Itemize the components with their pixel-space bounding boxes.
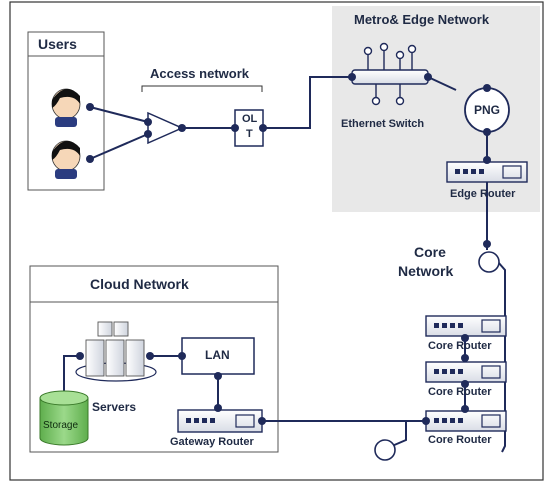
ethernet-switch-icon xyxy=(351,42,429,106)
core-router-label-3: Core Router xyxy=(428,434,492,446)
connection-dots xyxy=(76,73,491,425)
cloud-network-header xyxy=(29,265,279,303)
gateway-router-label: Gateway Router xyxy=(170,436,254,448)
ethernet-switch-label: Ethernet Switch xyxy=(341,118,425,130)
core-network-top-circle xyxy=(478,251,500,273)
users-title: Users xyxy=(38,36,77,52)
storage-cylinder-icon xyxy=(39,390,89,446)
core-router-icon-3 xyxy=(425,410,507,432)
access-network-label: Access network xyxy=(150,66,249,81)
metro-edge-network-title: Metro& Edge Network xyxy=(354,12,490,27)
olt-label-line2: T xyxy=(246,128,253,140)
gateway-router-icon xyxy=(177,409,263,433)
server-rack-icon xyxy=(75,321,157,382)
core-router-label-1: Core Router xyxy=(428,340,492,352)
olt-label-line1: OL xyxy=(242,113,258,125)
core-router-icon-2 xyxy=(425,361,507,383)
servers-label: Servers xyxy=(92,400,137,414)
storage-label: Storage xyxy=(43,420,79,431)
core-router-icon-1 xyxy=(425,315,507,337)
core-network-bottom-circle xyxy=(374,439,396,461)
png-label: PNG xyxy=(474,103,501,117)
core-router-label-2: Core Router xyxy=(428,386,492,398)
access-network-bracket xyxy=(141,85,263,92)
splitter-triangle-icon xyxy=(147,111,184,145)
lan-label: LAN xyxy=(205,348,230,362)
user-avatar-icon-2 xyxy=(51,140,81,179)
edge-router-icon xyxy=(446,161,528,183)
users-header xyxy=(27,31,105,57)
core-network-label-line1: Core xyxy=(414,244,446,260)
user-avatar-icon-1 xyxy=(51,88,81,127)
edge-router-label: Edge Router xyxy=(450,188,516,200)
cloud-network-title: Cloud Network xyxy=(90,276,189,292)
core-network-label-line2: Network xyxy=(398,263,454,279)
